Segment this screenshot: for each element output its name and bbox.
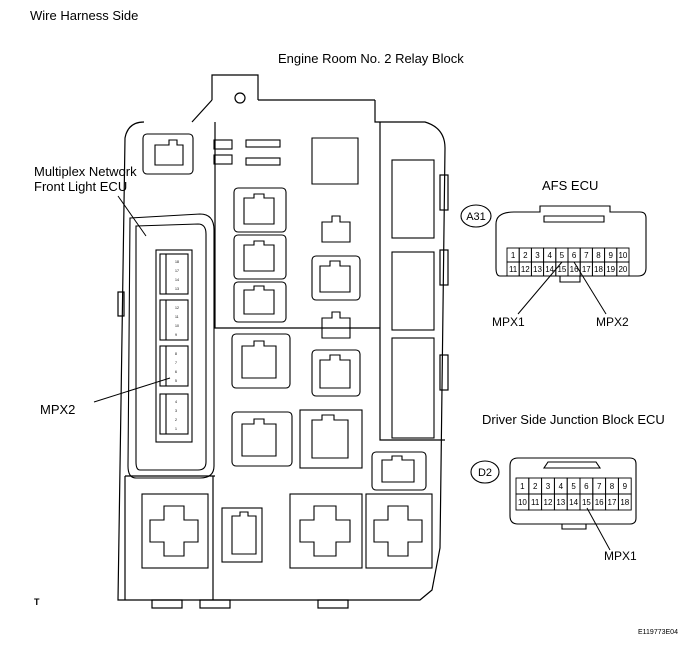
junction-ecu-code: D2 [478, 467, 492, 479]
junction-ecu-title: Driver Side Junction Block ECU [482, 412, 665, 427]
inner-pin: 4 [175, 400, 177, 404]
pin-label: 2 [523, 251, 528, 260]
inner-pin: 5 [175, 379, 177, 383]
inner-pin: 2 [175, 418, 177, 422]
pin-label: 14 [545, 265, 554, 274]
junction-mpx1-leader [586, 507, 611, 551]
afs-mpx2-label: MPX2 [596, 315, 629, 329]
pin-label: 16 [595, 498, 604, 507]
pin-label: 6 [572, 251, 577, 260]
pin-label: 2 [533, 482, 538, 491]
junction-ecu-connector [509, 457, 637, 530]
front-light-ecu-inner-pins: 18 17 14 13 12 11 10 9 8 7 6 5 4 3 2 1 [175, 260, 179, 431]
inner-pin: 6 [175, 370, 177, 374]
pin-label: 17 [608, 498, 617, 507]
afs-ecu-code-badge: A31 [460, 204, 492, 228]
front-light-ecu-connector [127, 213, 215, 479]
pin-label: 20 [618, 265, 627, 274]
front-light-ecu-leader [117, 195, 147, 237]
inner-pin: 13 [175, 287, 179, 291]
pin-label: 3 [535, 251, 540, 260]
pin-label: 8 [596, 251, 601, 260]
afs-ecu-connector [495, 205, 647, 283]
pin-label: 11 [531, 498, 540, 507]
pin-label: 17 [582, 265, 591, 274]
pin-label: 11 [509, 265, 518, 274]
inner-pin: 7 [175, 361, 177, 365]
pin-label: 1 [511, 251, 516, 260]
pin-label: 4 [559, 482, 564, 491]
pin-label: 6 [584, 482, 589, 491]
pin-label: 7 [597, 482, 602, 491]
front-light-ecu-label-line1: Multiplex Network [34, 164, 137, 179]
front-light-ecu-label-line2: Front Light ECU [34, 179, 127, 194]
pin-label: 19 [606, 265, 615, 274]
afs-mpx1-leader [517, 261, 563, 315]
pin-label: 5 [571, 482, 576, 491]
junction-mpx1-label: MPX1 [604, 549, 637, 563]
pin-label: 5 [560, 251, 565, 260]
pin-label: 12 [521, 265, 530, 274]
inner-pin: 12 [175, 306, 179, 310]
pin-label: 15 [582, 498, 591, 507]
pin-label: 15 [557, 265, 566, 274]
pin-label: 14 [569, 498, 578, 507]
afs-mpx2-leader [573, 261, 607, 315]
figure-id: E119773E04 [638, 629, 678, 636]
pin-cell [617, 493, 632, 511]
afs-ecu-title: AFS ECU [542, 178, 598, 193]
pin-label: 13 [556, 498, 565, 507]
inner-pin: 8 [175, 352, 177, 356]
pin-label: 4 [547, 251, 552, 260]
view-label: Wire Harness Side [30, 8, 138, 23]
pin-label: 10 [618, 251, 627, 260]
inner-pin: 9 [175, 333, 177, 337]
inner-pin: 14 [175, 278, 179, 282]
inner-pin: 10 [175, 324, 179, 328]
inner-pin: 18 [175, 260, 179, 264]
footer-mark: T [34, 597, 40, 607]
relay-block-components [141, 133, 435, 569]
pin-label: 9 [623, 482, 628, 491]
pin-label: 10 [518, 498, 527, 507]
inner-pin: 11 [175, 315, 179, 319]
pin-label: 12 [544, 498, 553, 507]
inner-pin: 17 [175, 269, 179, 273]
pin-label: 9 [608, 251, 613, 260]
junction-ecu-code-badge: D2 [470, 460, 500, 484]
pin-label: 8 [610, 482, 615, 491]
relay-block-title: Engine Room No. 2 Relay Block [278, 51, 464, 66]
mpx2-leader-relay [93, 377, 171, 403]
relay-block [117, 74, 449, 609]
pin-label: 16 [570, 265, 579, 274]
pin-label: 1 [520, 482, 525, 491]
inner-pin: 3 [175, 409, 177, 413]
pin-label: 7 [584, 251, 589, 260]
afs-mpx1-label: MPX1 [492, 315, 525, 329]
pin-label: 13 [533, 265, 542, 274]
pin-cell [616, 261, 630, 277]
pin-label: 3 [546, 482, 551, 491]
pin-label: 18 [620, 498, 629, 507]
pin-label: 18 [594, 265, 603, 274]
afs-ecu-code: A31 [466, 211, 486, 223]
mpx2-label-relay: MPX2 [40, 402, 75, 417]
inner-pin: 1 [175, 427, 177, 431]
